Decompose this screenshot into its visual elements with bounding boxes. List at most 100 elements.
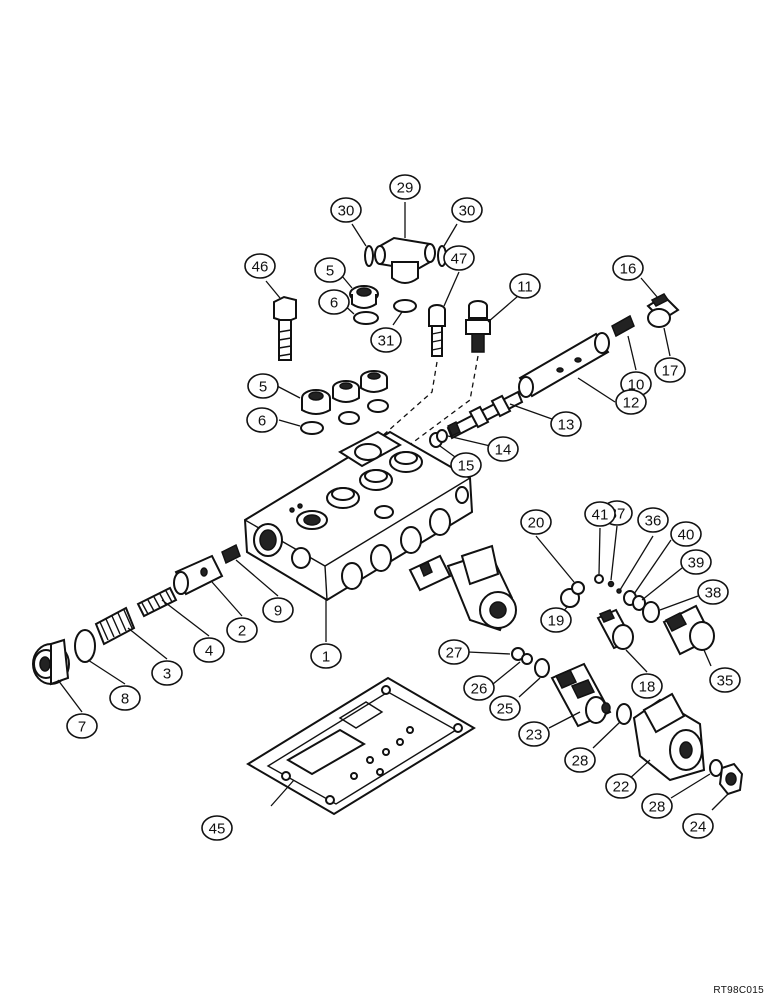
leader-28-lower xyxy=(670,773,711,799)
callout-number: 27 xyxy=(446,645,463,662)
callout-oval xyxy=(450,452,482,478)
callout-oval xyxy=(247,373,279,399)
leader-46 xyxy=(265,280,281,299)
callout-oval xyxy=(318,289,350,315)
leader-6-lower xyxy=(278,419,301,427)
callout-6: 6 xyxy=(246,407,278,433)
callout-oval xyxy=(330,197,362,223)
callout-number: 20 xyxy=(528,515,545,532)
callout-number: 23 xyxy=(526,727,543,744)
callout-oval xyxy=(641,793,673,819)
callout-11: 11 xyxy=(509,273,541,299)
callout-number: 46 xyxy=(252,259,269,276)
callout-number: 14 xyxy=(495,442,512,459)
callout-oval xyxy=(615,389,647,415)
callout-number: 47 xyxy=(451,251,468,268)
o-ring-30-left xyxy=(364,245,374,267)
callout-28: 28 xyxy=(564,747,596,773)
callout-30: 30 xyxy=(330,197,362,223)
leader-24 xyxy=(711,793,729,811)
callout-number: 4 xyxy=(205,643,213,660)
sensor-11 xyxy=(465,300,491,353)
leader-27 xyxy=(467,651,511,655)
o-ring-20 xyxy=(571,581,585,595)
callout-number: 29 xyxy=(397,180,414,197)
callout-oval xyxy=(201,815,233,841)
callout-number: 24 xyxy=(690,819,707,836)
o-ring-extra-a xyxy=(338,411,360,425)
callout-39: 39 xyxy=(680,549,712,575)
callout-40: 40 xyxy=(670,521,702,547)
leader-25 xyxy=(518,677,541,698)
callout-number: 30 xyxy=(338,203,355,220)
o-ring-28-upper xyxy=(616,703,632,725)
callout-oval xyxy=(509,273,541,299)
leader-28-upper xyxy=(592,721,621,749)
callout-oval xyxy=(226,617,258,643)
callout-oval xyxy=(244,253,276,279)
callout-2: 2 xyxy=(226,617,258,643)
leader-8 xyxy=(87,659,126,685)
spring-10 xyxy=(611,314,635,338)
callout-oval xyxy=(438,639,470,665)
o-ring-17 xyxy=(647,308,671,328)
leader-20 xyxy=(535,535,575,583)
callout-oval xyxy=(564,747,596,773)
callout-number: 6 xyxy=(330,295,338,312)
screw-47 xyxy=(428,304,446,357)
callout-number: 38 xyxy=(705,585,722,602)
leader-36 xyxy=(619,535,654,591)
callout-number: 16 xyxy=(620,261,637,278)
callout-9: 9 xyxy=(262,597,294,623)
leader-7 xyxy=(57,679,83,713)
o-ring-6-upper xyxy=(353,311,379,325)
o-ring-8 xyxy=(74,629,96,663)
callout-number: 17 xyxy=(662,363,679,380)
callout-19: 19 xyxy=(540,607,572,633)
callout-number: 9 xyxy=(274,603,282,620)
ball-37 xyxy=(607,580,615,588)
o-ring-31 xyxy=(393,299,417,313)
callout-oval xyxy=(151,660,183,686)
callout-oval xyxy=(654,357,686,383)
callout-16: 16 xyxy=(612,255,644,281)
callout-oval xyxy=(680,549,712,575)
washer-41 xyxy=(594,574,604,584)
leader-37 xyxy=(610,525,618,581)
callout-25: 25 xyxy=(489,695,521,721)
callout-18: 18 xyxy=(631,673,663,699)
callout-number: 35 xyxy=(717,673,734,690)
leader-9 xyxy=(235,559,279,597)
o-ring-38 xyxy=(642,601,660,623)
leader-38 xyxy=(659,595,699,611)
callout-oval xyxy=(612,255,644,281)
callout-7: 7 xyxy=(66,713,98,739)
leader-4 xyxy=(161,599,210,637)
callout-oval xyxy=(520,509,552,535)
callout-36: 36 xyxy=(637,507,669,533)
callout-29: 29 xyxy=(389,174,421,200)
leader-31 xyxy=(392,311,403,326)
callout-number: 31 xyxy=(378,333,395,350)
plug-7 xyxy=(32,638,70,686)
leader-26 xyxy=(492,661,521,685)
o-ring-28-lower xyxy=(709,759,723,777)
callout-oval xyxy=(262,597,294,623)
o-ring-extra-b xyxy=(367,399,389,413)
callout-23: 23 xyxy=(518,721,550,747)
callout-oval xyxy=(489,695,521,721)
leader-2 xyxy=(211,581,243,617)
plug-5-upper xyxy=(349,285,379,309)
spool-2 xyxy=(173,554,224,596)
cartridge-35 xyxy=(662,604,715,656)
callout-oval xyxy=(518,721,550,747)
plug-extra-b xyxy=(360,370,388,393)
callout-number: 15 xyxy=(458,458,475,475)
plug-16 xyxy=(646,293,680,322)
callout-5: 5 xyxy=(247,373,279,399)
callout-number: 41 xyxy=(592,507,609,524)
callout-number: 11 xyxy=(517,279,533,296)
callout-number: 40 xyxy=(678,527,695,544)
callout-13: 13 xyxy=(550,411,582,437)
callout-6-b: 6 xyxy=(318,289,350,315)
